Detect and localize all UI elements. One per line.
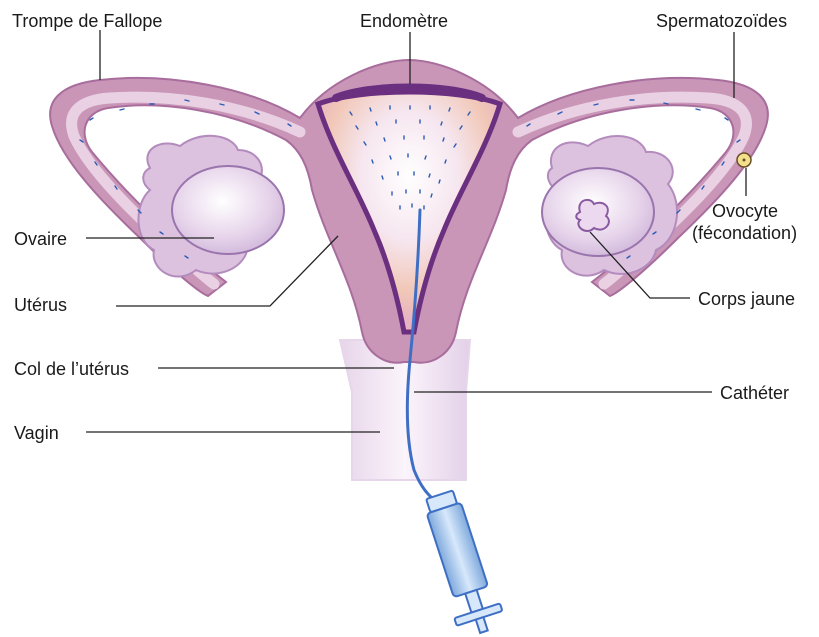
label-ovaire: Ovaire xyxy=(14,228,67,250)
label-trompe-de-fallope: Trompe de Fallope xyxy=(12,10,162,32)
label-spermatozoides: Spermatozoïdes xyxy=(656,10,787,32)
label-ovocyte: Ovocyte xyxy=(712,200,778,222)
label-col-de-luterus: Col de l’utérus xyxy=(14,358,129,380)
label-catheter: Cathéter xyxy=(720,382,789,404)
left-ovary xyxy=(138,136,284,277)
label-fecondation: (fécondation) xyxy=(692,222,797,244)
label-uterus: Utérus xyxy=(14,294,67,316)
syringe xyxy=(417,487,507,637)
label-endometre: Endomètre xyxy=(360,10,448,32)
corpus-luteum xyxy=(576,200,609,231)
label-corps-jaune: Corps jaune xyxy=(698,288,795,310)
label-vagin: Vagin xyxy=(14,422,59,444)
oocyte xyxy=(737,153,751,167)
